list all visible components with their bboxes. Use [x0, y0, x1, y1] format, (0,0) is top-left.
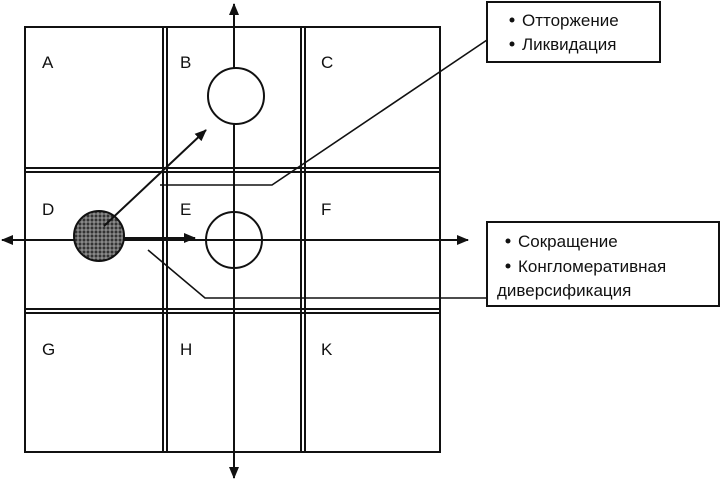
- strategy-arrows: [103, 129, 207, 243]
- callout-top-item-1: Отторжение: [522, 11, 619, 30]
- target-position-b: [207, 67, 265, 125]
- cell-label-e: E: [180, 200, 191, 219]
- cell-label-h: H: [180, 340, 192, 359]
- arrow-d-to-b: [103, 129, 207, 227]
- bullet-icon: [509, 41, 515, 47]
- bullet-icon: [509, 17, 515, 23]
- cell-labels: A B C D E F G H K: [42, 53, 333, 359]
- cell-label-a: A: [42, 53, 54, 72]
- cell-label-b: B: [180, 53, 191, 72]
- cell-label-f: F: [321, 200, 331, 219]
- matrix-grid: [24, 26, 441, 453]
- positions: [73, 67, 265, 269]
- callout-right-box: [486, 221, 720, 307]
- cell-label-d: D: [42, 200, 54, 219]
- callout-right: Сокращение Конгломеративная диверсификац…: [486, 221, 720, 307]
- callout-right-item-2-continued: диверсификация: [497, 281, 631, 300]
- cell-label-k: K: [321, 340, 333, 359]
- callout-top-box: [486, 1, 661, 63]
- bullet-icon: [505, 263, 511, 269]
- callout-top-item-2: Ликвидация: [522, 35, 616, 54]
- cell-label-c: C: [321, 53, 333, 72]
- callout-right-item-2: Конгломеративная: [518, 257, 666, 276]
- leader-lines: [147, 39, 488, 299]
- callout-right-item-1: Сокращение: [518, 232, 618, 251]
- callout-top: Отторжение Ликвидация: [486, 1, 661, 63]
- leader-line-top: [160, 39, 488, 186]
- cell-label-g: G: [42, 340, 55, 359]
- bullet-icon: [505, 238, 511, 244]
- target-position-e: [205, 211, 263, 269]
- leader-line-right: [147, 249, 487, 299]
- current-position-d: [73, 210, 125, 262]
